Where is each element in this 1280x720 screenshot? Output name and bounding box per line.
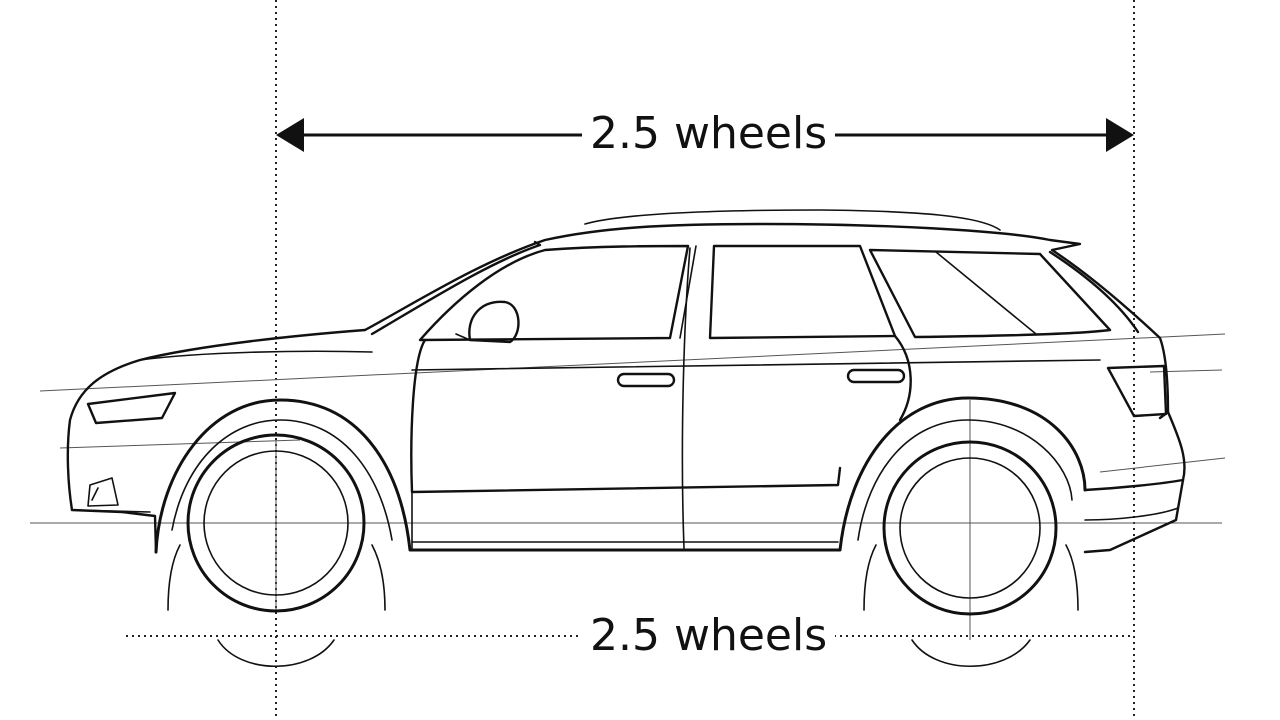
top-dimension-label: 2.5 wheels xyxy=(582,108,836,160)
windows xyxy=(370,240,1140,342)
bottom-dimension-label: 2.5 wheels xyxy=(582,610,836,662)
front-door-handle xyxy=(616,372,676,388)
front-wheel xyxy=(167,433,386,667)
doors xyxy=(410,247,1101,549)
construction-lines xyxy=(30,333,1226,640)
top-dimension-arrow xyxy=(276,118,1134,152)
rear-door-handle xyxy=(846,368,906,384)
side-mirror xyxy=(468,300,520,344)
car-body xyxy=(66,209,1186,554)
rear-wheel xyxy=(863,440,1079,667)
